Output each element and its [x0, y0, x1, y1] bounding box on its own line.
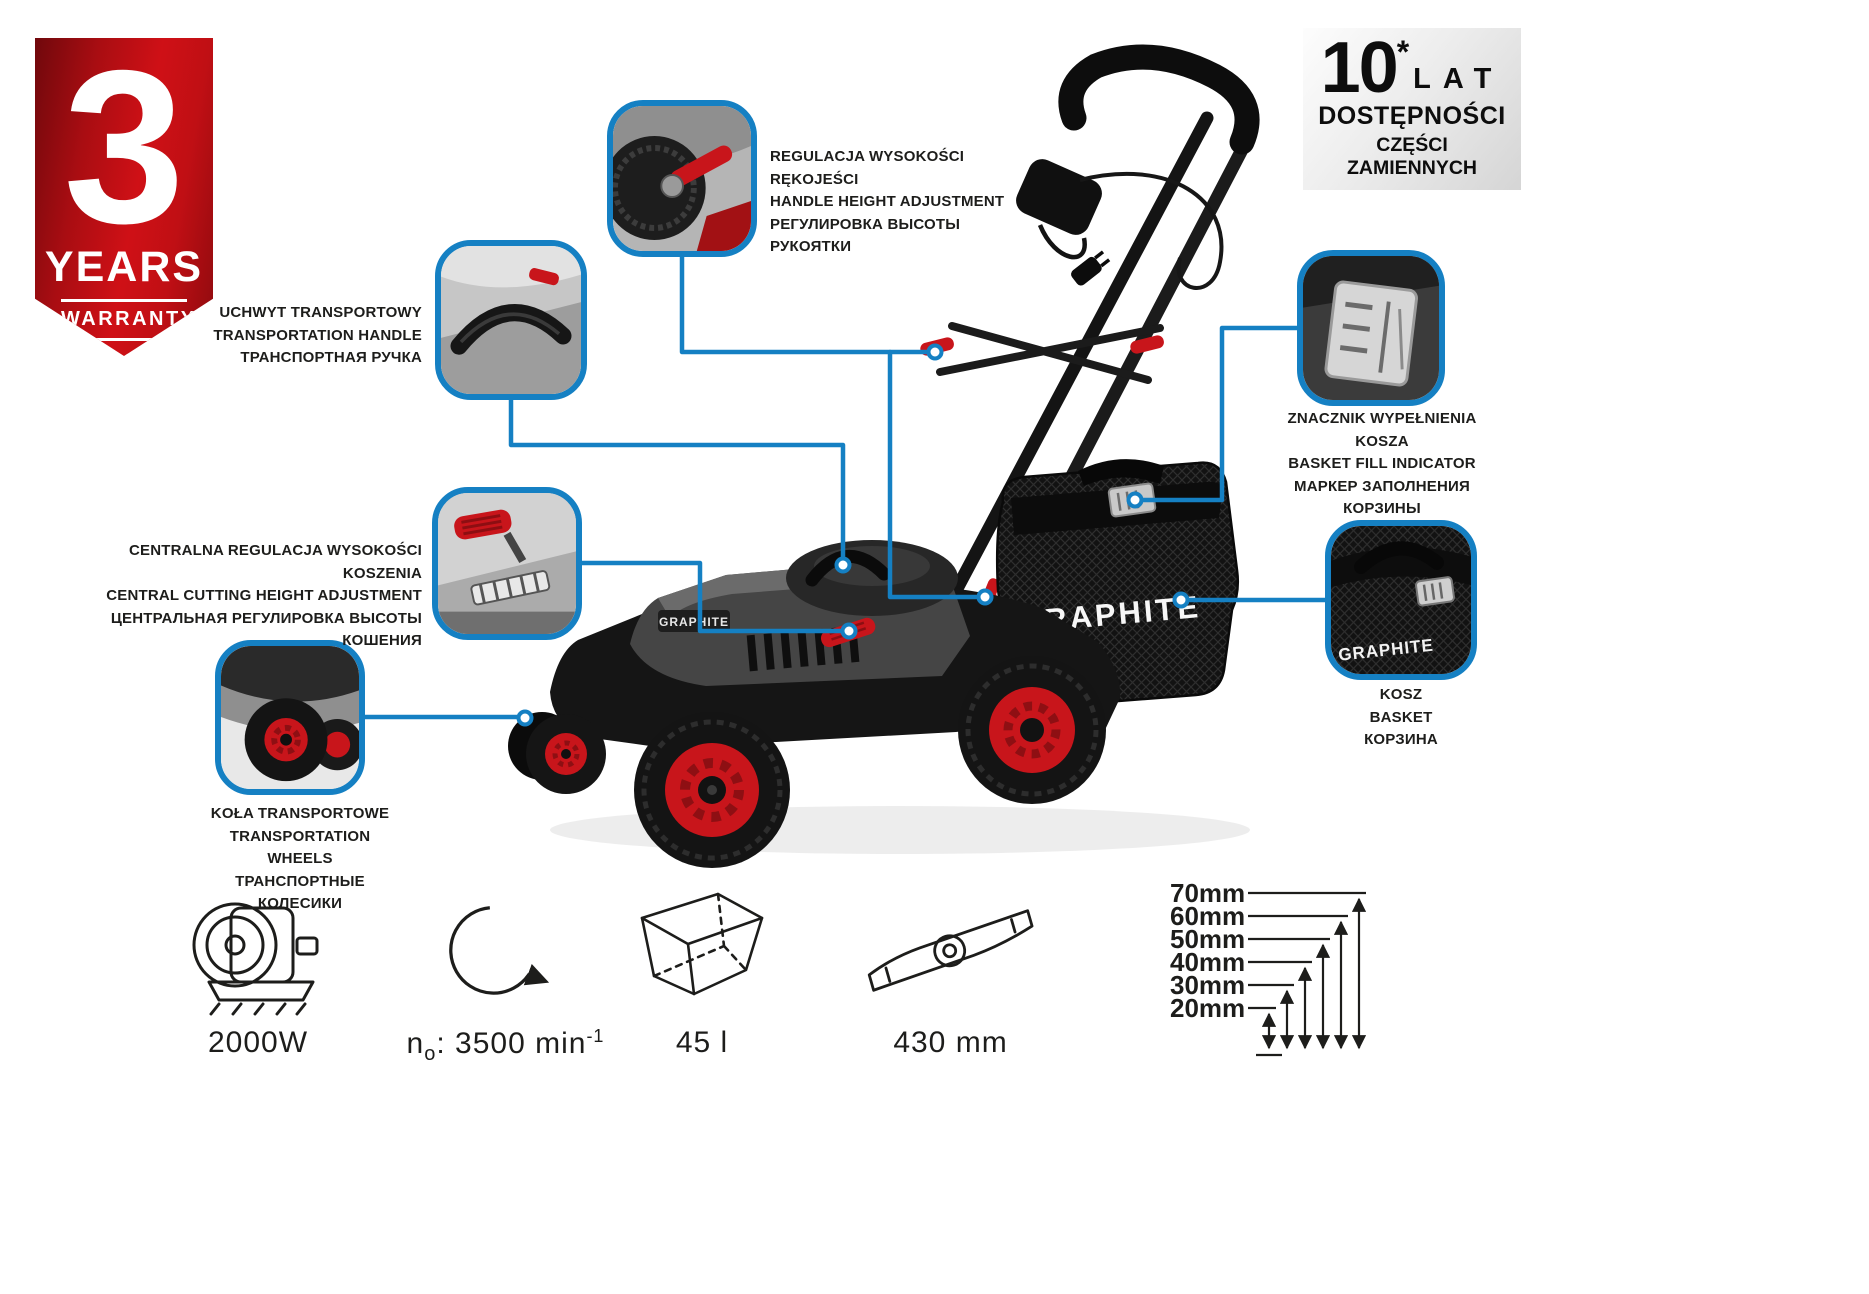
- basket-detail-image: GRAPHITE: [1331, 526, 1471, 674]
- height-label-50: 50mm: [1170, 924, 1245, 954]
- spare-parts-availability-badge: 10 * LAT DOSTĘPNOŚCI CZĘŚCI ZAMIENNYCH: [1303, 28, 1521, 190]
- caption-line-en: TRANSPORTATION WHEELS: [229, 827, 371, 868]
- caption-line-ru: ТРАНСПОРТНАЯ РУЧКА: [240, 349, 422, 366]
- fill-indicator-detail-image: [1303, 256, 1439, 400]
- rear-wheel: [958, 656, 1106, 804]
- handle-cross-brace: [936, 322, 1164, 384]
- warranty-ribbon: 3 YEARS WARRANTY: [35, 38, 213, 356]
- caption-line-ru: ЦЕНТРАЛЬНАЯ РЕГУЛИРОВКА ВЫСОТЫ КОШЕНИЯ: [110, 609, 422, 650]
- transport-wheel: [508, 712, 606, 794]
- callout-photo-fill-indicator: [1297, 250, 1445, 406]
- spec-speed-label: no: 3500 min-1: [398, 1026, 613, 1066]
- cutting-width-icon: [867, 909, 1034, 992]
- caption-line-ru: РЕГУЛИРОВКА ВЫСОТЫ РУКОЯТКИ: [770, 215, 961, 256]
- warranty-word: WARRANTY: [61, 298, 194, 341]
- handle-height-detail-image: [613, 106, 751, 251]
- deck-brand-badge: GRAPHITE: [658, 610, 730, 632]
- availability-line3: CZĘŚCI ZAMIENNYCH: [1347, 134, 1477, 180]
- cutting-height-scale: 70mm 60mm 50mm 40mm 30mm 20mm: [1170, 878, 1367, 1057]
- availability-unit: LAT: [1413, 63, 1504, 96]
- carry-handle: [805, 550, 891, 587]
- callout-photo-transport-handle: [435, 240, 587, 400]
- callout-text-transport-handle: UCHWYT TRANSPORTOWY TRANSPORTATION HANDL…: [190, 302, 422, 370]
- availability-number: 10: [1320, 28, 1399, 108]
- callout-photo-handle-height: [607, 100, 757, 257]
- power-plug-icon: [1071, 250, 1111, 286]
- caption-line-pl: UCHWYT TRANSPORTOWY: [219, 304, 422, 321]
- caption-line-en: TRANSPORTATION HANDLE: [213, 326, 422, 344]
- connector-cutting-height: [577, 560, 845, 634]
- speed-superscript: -1: [586, 1026, 605, 1046]
- caption-line-en: BASKET FILL INDICATOR: [1288, 455, 1476, 472]
- caption-line-pl: KOSZ: [1379, 686, 1423, 703]
- height-scale-lines: [1248, 891, 1367, 1057]
- caption-line-pl: KOŁA TRANSPORTOWE: [210, 805, 390, 822]
- height-label-30: 30mm: [1170, 970, 1245, 1000]
- caption-line-en: HANDLE HEIGHT ADJUSTMENT: [770, 193, 1005, 210]
- spec-capacity-label: 45 l: [675, 1026, 729, 1059]
- motor-icon: [192, 902, 319, 1016]
- cutting-height-detail-image: [438, 493, 576, 634]
- callout-photo-cutting-height: [432, 487, 582, 640]
- connector-handle-height: [679, 252, 931, 355]
- callout-text-basket: KOSZ BASKET КОРЗИНА: [1337, 684, 1465, 752]
- caption-line-ru: МАРКЕР ЗАПОЛНЕНИЯ КОРЗИНЫ: [1294, 477, 1470, 518]
- caption-line-pl: REGULACJA WYSOKOŚCI RĘKOJEŚCI: [770, 148, 965, 188]
- callout-photo-transport-wheels: [215, 640, 365, 795]
- height-label-20: 20mm: [1170, 993, 1245, 1023]
- front-wheel: [634, 712, 790, 868]
- caption-line-ru: КОРЗИНА: [1364, 731, 1438, 748]
- callout-text-fill-indicator: ZNACZNIK WYPEŁNIENIA KOSZA BASKET FILL I…: [1266, 408, 1498, 521]
- caption-line-pl: ZNACZNIK WYPEŁNIENIA KOSZA: [1287, 410, 1477, 450]
- height-label-40: 40mm: [1170, 947, 1245, 977]
- caption-line-pl: CENTRALNA REGULACJA WYSOKOŚCI KOSZENIA: [128, 542, 422, 582]
- speed-value: : 3500 min: [436, 1027, 587, 1060]
- deck-brand-text: GRAPHITE: [659, 615, 729, 629]
- switch-box: [1016, 159, 1224, 290]
- speed-symbol: n: [406, 1027, 425, 1060]
- spec-width-label: 430 mm: [893, 1026, 1008, 1059]
- connector-handle-height-lower: [887, 349, 981, 600]
- basket-capacity-icon: [640, 892, 764, 996]
- callout-text-handle-height: REGULACJA WYSOKOŚCI RĘKOJEŚCI HANDLE HEI…: [770, 146, 1025, 259]
- callout-text-transport-wheels: KOŁA TRANSPORTOWE TRANSPORTATION WHEELS …: [195, 803, 405, 916]
- callout-text-cutting-height: CENTRALNA REGULACJA WYSOKOŚCI KOSZENIA C…: [82, 540, 422, 653]
- availability-asterisk: *: [1396, 34, 1410, 71]
- warranty-years-word: YEARS: [44, 242, 204, 291]
- speed-subscript: o: [424, 1043, 437, 1065]
- callout-photo-basket: GRAPHITE: [1325, 520, 1477, 680]
- height-label-60: 60mm: [1170, 901, 1245, 931]
- connector-fill-indicator: [1139, 325, 1302, 503]
- lawn-mower-illustration: GRAPHITE GRAPHITE: [508, 44, 1260, 868]
- warranty-years-number: 3: [63, 26, 185, 269]
- availability-line2: DOSTĘPNOŚCI: [1318, 102, 1506, 131]
- basket-handle: [1078, 459, 1164, 486]
- transport-wheels-detail-image: [221, 646, 359, 789]
- deck-vents: [746, 625, 860, 672]
- caption-line-en: BASKET: [1369, 708, 1433, 726]
- caption-line-en: CENTRAL CUTTING HEIGHT ADJUSTMENT: [106, 587, 422, 604]
- connector-transport-handle: [508, 395, 846, 561]
- height-label-70: 70mm: [1170, 878, 1245, 908]
- rotation-speed-icon: [449, 906, 550, 995]
- spec-power-label: 2000W: [207, 1026, 309, 1059]
- handle-grip: [1058, 44, 1260, 155]
- power-cable: [1079, 171, 1224, 290]
- connector-endpoints: [516, 343, 1190, 727]
- transport-handle-detail-image: [441, 246, 581, 394]
